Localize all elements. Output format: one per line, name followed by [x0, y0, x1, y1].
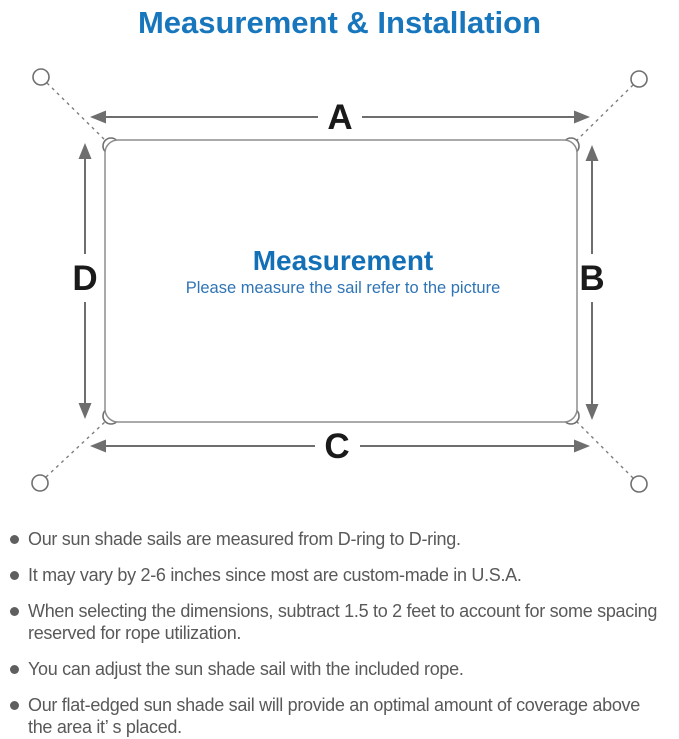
anchor-ring-top-right	[630, 70, 648, 88]
note-item: Our sun shade sails are measured from D-…	[10, 528, 660, 550]
note-text: You can adjust the sun shade sail with t…	[28, 659, 464, 679]
label-d: D	[72, 259, 97, 298]
anchor-ring-bottom-left	[31, 474, 49, 492]
bullet-icon	[10, 607, 19, 616]
anchor-ring-bottom-right	[630, 475, 648, 493]
note-item: When selecting the dimensions, subtract …	[10, 600, 660, 644]
note-text: It may vary by 2-6 inches since most are…	[28, 565, 522, 585]
rope-line-bottom-right	[574, 419, 634, 479]
height-arrow-d	[78, 143, 92, 419]
rope-line-top-right	[574, 84, 634, 143]
note-text: Our flat-edged sun shade sail will provi…	[28, 695, 640, 737]
note-item: It may vary by 2-6 inches since most are…	[10, 564, 660, 586]
bullet-icon	[10, 571, 19, 580]
measurement-diagram: A C D B Measurement Please measure the s…	[31, 68, 648, 493]
anchor-ring-top-left	[32, 68, 50, 86]
height-arrow-b	[585, 145, 599, 420]
label-a: A	[327, 98, 352, 137]
bullet-icon	[10, 535, 19, 544]
bullet-icon	[10, 701, 19, 710]
bullet-icon	[10, 665, 19, 674]
sail-outline	[104, 139, 578, 423]
label-c: C	[324, 427, 349, 466]
note-item: You can adjust the sun shade sail with t…	[10, 658, 660, 680]
width-arrow-a	[90, 110, 590, 124]
notes-list: Our sun shade sails are measured from D-…	[0, 520, 679, 739]
diagram-center-title: Measurement	[253, 245, 434, 276]
note-text: Our sun shade sails are measured from D-…	[28, 529, 461, 549]
label-b: B	[579, 259, 604, 298]
note-text: When selecting the dimensions, subtract …	[28, 601, 658, 643]
note-item: Our flat-edged sun shade sail will provi…	[10, 694, 660, 738]
page-title: Measurement & Installation	[137, 5, 542, 40]
width-arrow-c	[90, 439, 590, 453]
rope-line-top-left	[46, 82, 108, 143]
diagram-center-subtitle: Please measure the sail refer to the pic…	[186, 279, 501, 297]
